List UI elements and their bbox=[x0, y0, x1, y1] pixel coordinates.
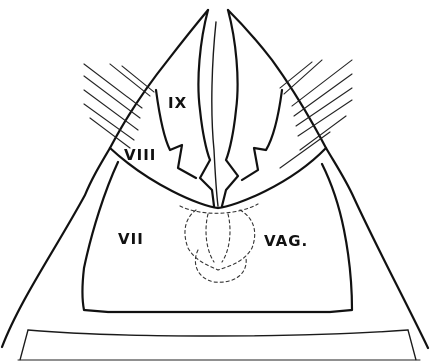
segment-ix-left-lobe bbox=[110, 10, 208, 148]
label-segment-vii: VII bbox=[118, 230, 144, 248]
left-setae bbox=[84, 64, 154, 148]
segment-vi-margin bbox=[28, 330, 408, 336]
label-vagina: VAG. bbox=[264, 232, 308, 250]
label-segment-viii: VIII bbox=[124, 146, 156, 164]
vagina-dashed-inner bbox=[206, 214, 230, 262]
valve-midline bbox=[212, 22, 218, 206]
vagina-dashed-sac bbox=[195, 250, 246, 282]
segment-vi-left-side bbox=[20, 330, 28, 360]
vagina-dashed-outline-right bbox=[218, 210, 255, 270]
viii-right-notch bbox=[242, 90, 282, 180]
segment-vi-right-side bbox=[408, 330, 416, 360]
right-setae bbox=[280, 60, 352, 168]
inner-valve-right bbox=[222, 10, 238, 206]
label-segment-ix: IX bbox=[168, 94, 187, 112]
